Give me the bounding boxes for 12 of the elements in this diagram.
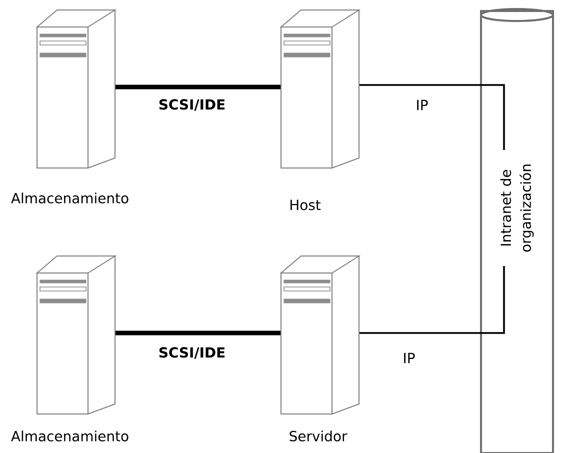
node-label: Almacenamiento: [11, 430, 128, 442]
node-label: Host: [290, 200, 321, 210]
connector-line: [116, 330, 280, 336]
edge-label: IP: [402, 352, 416, 364]
connector-line: [116, 84, 280, 90]
node-label: Servidor: [290, 430, 348, 442]
node-label: Almacenamiento: [11, 192, 128, 204]
connector-line: [360, 84, 505, 150]
edge-label: SCSI/IDE: [157, 346, 227, 360]
edge-label: IP: [414, 98, 430, 112]
edge-label: SCSI/IDE: [157, 98, 227, 112]
connector-line: [360, 266, 505, 334]
